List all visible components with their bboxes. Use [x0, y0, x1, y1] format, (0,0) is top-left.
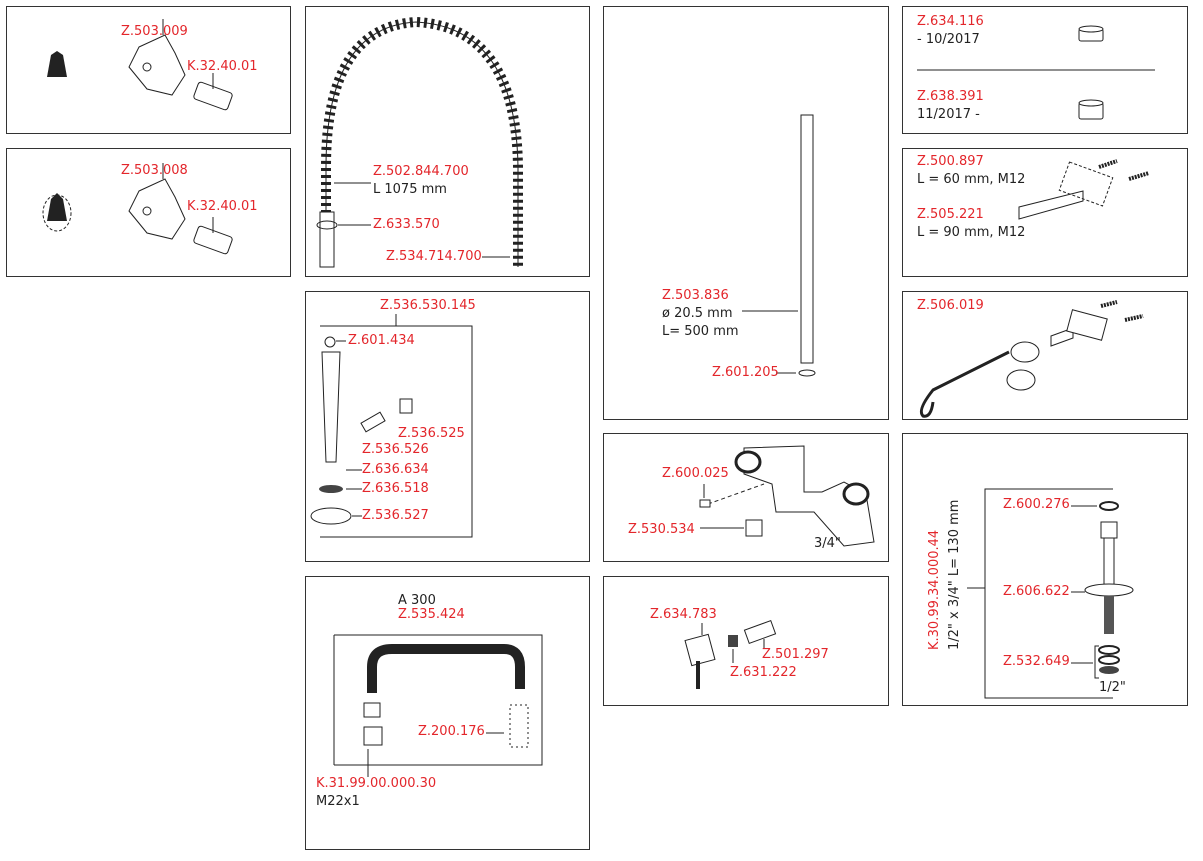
panel-hook: Z.506.019 [902, 291, 1188, 420]
valve-body-drawing [699, 445, 875, 547]
part-label: Z.503.008 [121, 163, 188, 178]
part-label: Z.536.527 [362, 508, 429, 523]
set-label: Z.536.530.145 [380, 298, 476, 313]
valve-body-icon [743, 445, 875, 547]
spring-label: Z.534.714.700 [386, 249, 482, 264]
cartridge-icon [193, 81, 233, 111]
hose-label: Z.502.844.700 [373, 164, 469, 179]
handle-drawing [42, 163, 233, 255]
short-spec: L = 60 mm, M12 [917, 172, 1026, 187]
sleeve-label: Z.530.534 [628, 522, 695, 537]
connection-set-drawing [967, 488, 1134, 699]
spout-icon [367, 644, 525, 693]
spring-hose-drawing [316, 16, 523, 268]
lever-drawing [684, 619, 777, 689]
ring-set-label: Z.200.176 [418, 724, 485, 739]
standpipe-drawing [742, 114, 816, 377]
handle-icon [128, 178, 186, 240]
part-label: Z.536.525 [398, 426, 465, 441]
size-label: 1/2" [1099, 680, 1126, 695]
long-label: Z.505.221 [917, 207, 984, 222]
panel-connection-set: K.30.99.34.000.44 1/2" x 3/4" L= 130 mm … [902, 433, 1188, 706]
oring-label: Z.601.205 [712, 365, 779, 380]
spout-drawing [333, 634, 543, 777]
adapter-label: K.31.99.00.000.30 [316, 776, 437, 791]
hook-drawing [919, 300, 1144, 418]
lever-label: Z.634.783 [650, 607, 717, 622]
aerator-icon [47, 51, 67, 77]
wall-bracket-drawing [1018, 159, 1150, 220]
spout-label: Z.535.424 [398, 607, 465, 622]
cartridge-label: K.32.40.01 [187, 199, 258, 214]
new-part-label: Z.638.391 [917, 89, 984, 104]
new-range-label: 11/2017 - [917, 107, 980, 122]
panel-standpipe: Z.503.836 ø 20.5 mm L= 500 mm Z.601.205 [603, 6, 889, 420]
panel-lever: Z.634.783 Z.501.297 Z.631.222 [603, 576, 889, 706]
panel-wall-bracket: Z.500.897 L = 60 mm, M12 Z.505.221 L = 9… [902, 148, 1188, 277]
cartridge-icon [743, 619, 777, 645]
washer-label: Z.600.276 [1003, 497, 1070, 512]
nut-label: Z.532.649 [1003, 654, 1070, 669]
aerator-icon [42, 194, 72, 232]
handle-icon [128, 34, 186, 96]
tube-label: Z.503.836 [662, 288, 729, 303]
diameter-label: ø 20.5 mm [662, 306, 733, 321]
part-label: Z.536.526 [362, 442, 429, 457]
thread-label: M22x1 [316, 794, 360, 809]
panel-spout: A 300 Z.535.424 Z.200.176 K.31.99.00.000… [305, 576, 590, 850]
panel-spring-hose: Z.502.844.700 L 1075 mm Z.633.570 Z.534.… [305, 6, 590, 277]
cartridge-label: Z.501.297 [762, 647, 829, 662]
panel-handle-z503009: Z.503.009 K.32.40.01 [6, 6, 291, 134]
handle-drawing [47, 19, 233, 111]
model-label: A 300 [398, 593, 436, 608]
part-label: Z.636.518 [362, 481, 429, 496]
pipe-icon [1103, 537, 1115, 589]
length-label: L= 500 mm [662, 324, 739, 339]
pipe-icon [800, 114, 814, 364]
old-part-label: Z.634.116 [917, 14, 984, 29]
pipe-label: Z.606.622 [1003, 584, 1070, 599]
set-spec: 1/2" x 3/4" L= 130 mm [947, 499, 962, 650]
hook-label: Z.506.019 [917, 298, 984, 313]
screw-label: Z.631.222 [730, 665, 797, 680]
panel-handle-z503008: Z.503.008 K.32.40.01 [6, 148, 291, 277]
panel-rings: Z.634.116 - 10/2017 Z.638.391 11/2017 - [902, 6, 1188, 134]
ring-label: Z.633.570 [373, 217, 440, 232]
part-label: Z.503.009 [121, 24, 188, 39]
hook-icon [919, 350, 1010, 418]
part-label: Z.636.634 [362, 462, 429, 477]
set-label: K.30.99.34.000.44 [927, 529, 942, 650]
spray-head-drawing [310, 314, 473, 538]
lever-icon [684, 633, 716, 667]
short-label: Z.500.897 [917, 154, 984, 169]
size-label: 3/4" [814, 536, 841, 551]
hose-end-icon [319, 211, 335, 268]
part-label: Z.601.434 [348, 333, 415, 348]
cartridge-icon [193, 225, 233, 255]
washer-icon [1099, 501, 1119, 511]
cartridge-label: K.32.40.01 [187, 59, 258, 74]
rings-drawing [917, 25, 1155, 120]
spray-head-icon [321, 351, 341, 463]
old-range-label: - 10/2017 [917, 32, 980, 47]
bolt-icon [1018, 190, 1084, 220]
hose-length: L 1075 mm [373, 182, 447, 197]
long-spec: L = 90 mm, M12 [917, 225, 1026, 240]
panel-spray-head: Z.536.530.145 Z.601.434 Z.536.525 Z.536.… [305, 291, 590, 562]
screw-label: Z.600.025 [662, 466, 729, 481]
panel-valve-body: Z.600.025 Z.530.534 3/4" [603, 433, 889, 562]
